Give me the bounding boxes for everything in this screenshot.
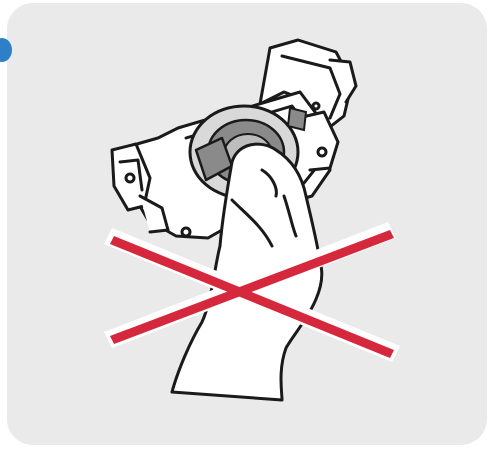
- instruction-figure: [0, 0, 491, 449]
- incorrect-handling-illustration: [0, 0, 491, 449]
